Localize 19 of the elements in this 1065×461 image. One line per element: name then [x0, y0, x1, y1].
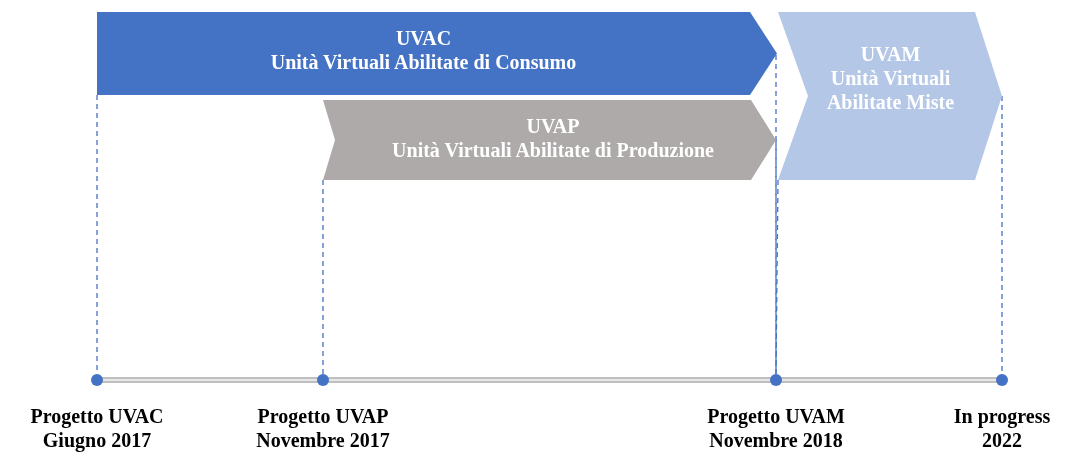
chevron-band	[323, 100, 776, 180]
band-title: UVAC	[395, 26, 452, 50]
band-subtitle: Unità Virtuali Abilitate di Consumo	[270, 50, 577, 74]
milestone-date: Giugno 2017	[42, 429, 152, 451]
band-title: UVAM	[860, 42, 921, 66]
milestone-date: Novembre 2018	[709, 429, 843, 451]
milestone-label: In progress	[953, 405, 1051, 427]
milestone-date: Novembre 2017	[256, 429, 390, 451]
milestone-label: Progetto UVAP	[257, 405, 389, 427]
milestone-label: Progetto UVAC	[30, 405, 164, 427]
milestone-label: Progetto UVAM	[707, 405, 845, 427]
band-subtitle: Unità Virtuali Abilitate di Produzione	[392, 138, 714, 162]
band-title: UVAP	[526, 114, 580, 138]
dashed-guide-line	[322, 179, 324, 375]
dashed-guide-line	[775, 179, 779, 375]
chevron-band	[97, 12, 777, 95]
milestone-date: 2022	[982, 429, 1022, 451]
band-subtitle: Unità Virtuali Abilitate Miste	[825, 66, 956, 114]
chevron-band	[778, 12, 1002, 180]
